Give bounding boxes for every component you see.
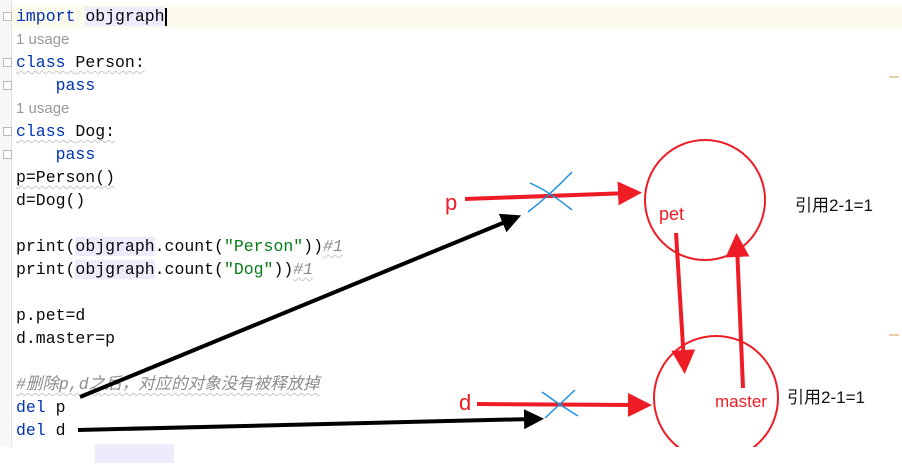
code-line-15[interactable]: d.master=p (16, 329, 116, 348)
fold-icon[interactable] (3, 12, 12, 21)
person-object-circle (644, 139, 766, 261)
code-line-17[interactable]: #删除p,d之后，对应的对象没有被释放掉 (16, 375, 320, 394)
code-line-14[interactable]: p.pet=d (16, 306, 86, 325)
warning-marker[interactable] (889, 76, 899, 78)
fold-icon[interactable] (3, 127, 12, 136)
d-variable-label: d (459, 390, 472, 415)
fold-icon[interactable] (3, 150, 12, 159)
code-line-8[interactable]: p=Person() (16, 168, 116, 187)
text-caret (164, 7, 167, 26)
code-line-12[interactable]: print(objgraph.count("Dog"))#1 (16, 260, 314, 279)
del-d-arrow (77, 409, 544, 432)
del-p-arrow (79, 213, 522, 399)
code-line-4[interactable]: pass (55, 76, 96, 95)
cross-icon (541, 389, 579, 419)
pet-attribute-label: pet (659, 204, 685, 224)
person-refcount-label: 引用2-1=1 (795, 196, 873, 215)
code-line-19[interactable]: del d (16, 421, 66, 440)
master-attribute-label: master (715, 392, 767, 411)
dog-object-circle (653, 335, 779, 447)
dog-refcount-label: 引用2-1=1 (787, 388, 865, 407)
code-line-7[interactable]: pass (55, 145, 96, 164)
pet-reference-arrow (671, 232, 696, 374)
fold-icon[interactable] (3, 58, 12, 67)
warning-marker[interactable] (889, 334, 899, 336)
code-line-6[interactable]: class Dog: (16, 122, 116, 141)
code-line-9[interactable]: d=Dog() (16, 191, 86, 210)
usage-hint[interactable]: 1 usage (16, 31, 70, 48)
p-variable-label: p (445, 190, 458, 215)
code-line-3[interactable]: class Person: (16, 53, 145, 72)
code-line-11[interactable]: print(objgraph.count("Person"))#1 (16, 237, 343, 256)
editor-gutter (0, 0, 12, 447)
usage-hint[interactable]: 1 usage (16, 100, 70, 117)
cross-icon (527, 171, 573, 213)
code-line-18[interactable]: del p (16, 398, 66, 417)
fold-icon[interactable] (3, 81, 12, 90)
annotation-layer (77, 139, 779, 447)
code-line-1[interactable]: import objgraph (12, 5, 902, 28)
master-reference-arrow (725, 233, 750, 389)
